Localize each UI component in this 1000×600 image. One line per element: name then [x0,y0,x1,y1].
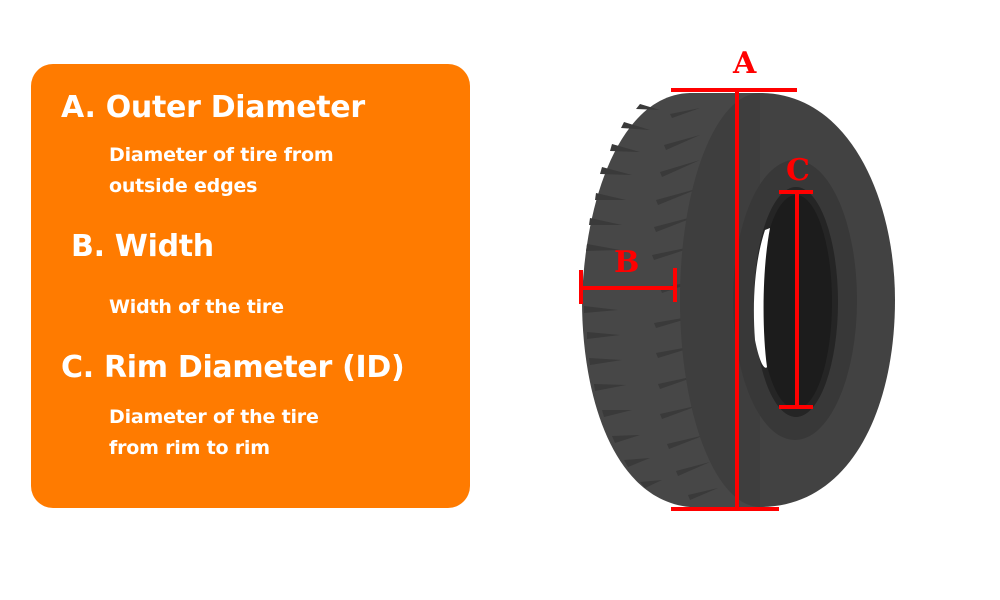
desc-rim-diameter-line2: from rim to rim [109,437,270,459]
heading-width: B. Width [71,229,214,264]
legend-panel: A. Outer Diameter Diameter of tire from … [31,64,470,508]
desc-rim-diameter-line1: Diameter of the tire [109,406,319,428]
heading-rim-diameter: C. Rim Diameter (ID) [61,350,405,385]
rim-hole-highlight [753,228,770,368]
label-b: B [614,245,640,280]
marker-c-rim-diameter [779,190,813,409]
marker-a-outer-diameter [671,88,797,511]
label-a: A [733,46,757,81]
marker-b-width [579,268,677,304]
label-c: C [786,153,810,188]
desc-outer-diameter-line1: Diameter of tire from [109,144,334,166]
heading-outer-diameter: A. Outer Diameter [61,90,365,125]
desc-outer-diameter-line2: outside edges [109,175,258,197]
desc-width: Width of the tire [109,296,284,318]
tire-sidewall [680,93,895,507]
